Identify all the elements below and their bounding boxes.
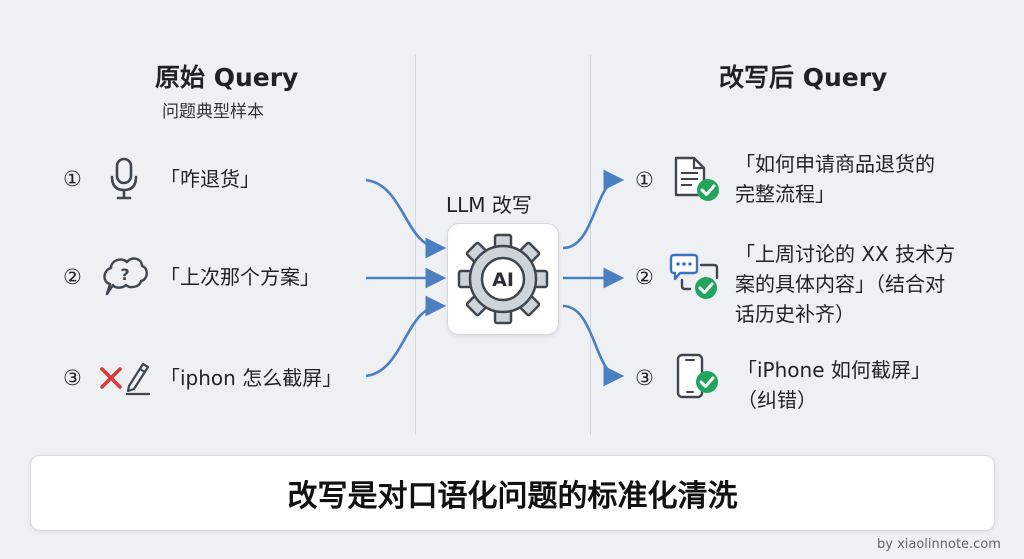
left-item-1-number: ①: [63, 167, 82, 191]
arrow-right-1: [562, 169, 625, 250]
right-item-3-number: ③: [635, 366, 654, 390]
left-item-3-number: ③: [63, 366, 82, 390]
left-subtitle: 问题典型样本: [162, 102, 264, 122]
right-divider: [590, 55, 591, 435]
svg-text:?: ?: [120, 265, 129, 284]
right-item-1-text: 「如何申请商品退货的 完整流程」: [735, 152, 935, 206]
ai-gear-box: AI: [447, 223, 559, 335]
right-item-3-text: 「iPhone 如何截屏」 （纠错）: [737, 358, 931, 412]
left-item-1-text: 「咋退货」: [160, 167, 260, 191]
microphone-icon: [108, 157, 140, 205]
summary-banner: 改写是对口语化问题的标准化清洗: [30, 455, 995, 531]
right-item-2-number: ②: [635, 265, 654, 289]
watermark: by xiaolinnote.com: [877, 537, 1001, 552]
llm-rewrite-label: LLM 改写: [446, 193, 532, 217]
arrow-left-3: [365, 295, 447, 378]
right-title: 改写后 Query: [719, 63, 888, 92]
document-check-icon: [672, 155, 722, 207]
arrow-right-3: [562, 304, 625, 387]
left-item-2-text: 「上次那个方案」: [160, 265, 320, 289]
left-item-3-text: 「iphon 怎么截屏」: [160, 366, 343, 390]
left-title: 原始 Query: [155, 63, 299, 92]
left-divider: [415, 55, 416, 435]
question-bubble-icon: ?: [100, 254, 150, 304]
phone-check-icon: [674, 352, 722, 406]
chat-check-icon: [668, 252, 722, 306]
typo-cross-pencil-icon: [99, 358, 153, 400]
left-item-2-number: ②: [63, 265, 82, 289]
right-item-1-number: ①: [635, 168, 654, 192]
right-item-2-text: 「上周讨论的 XX 技术方 案的具体内容」（结合对 话历史补齐）: [735, 242, 956, 326]
arrow-left-1: [365, 178, 447, 259]
ai-badge: AI: [492, 269, 514, 291]
gear-icon: AI: [457, 233, 549, 325]
summary-text: 改写是对口语化问题的标准化清洗: [287, 479, 738, 514]
